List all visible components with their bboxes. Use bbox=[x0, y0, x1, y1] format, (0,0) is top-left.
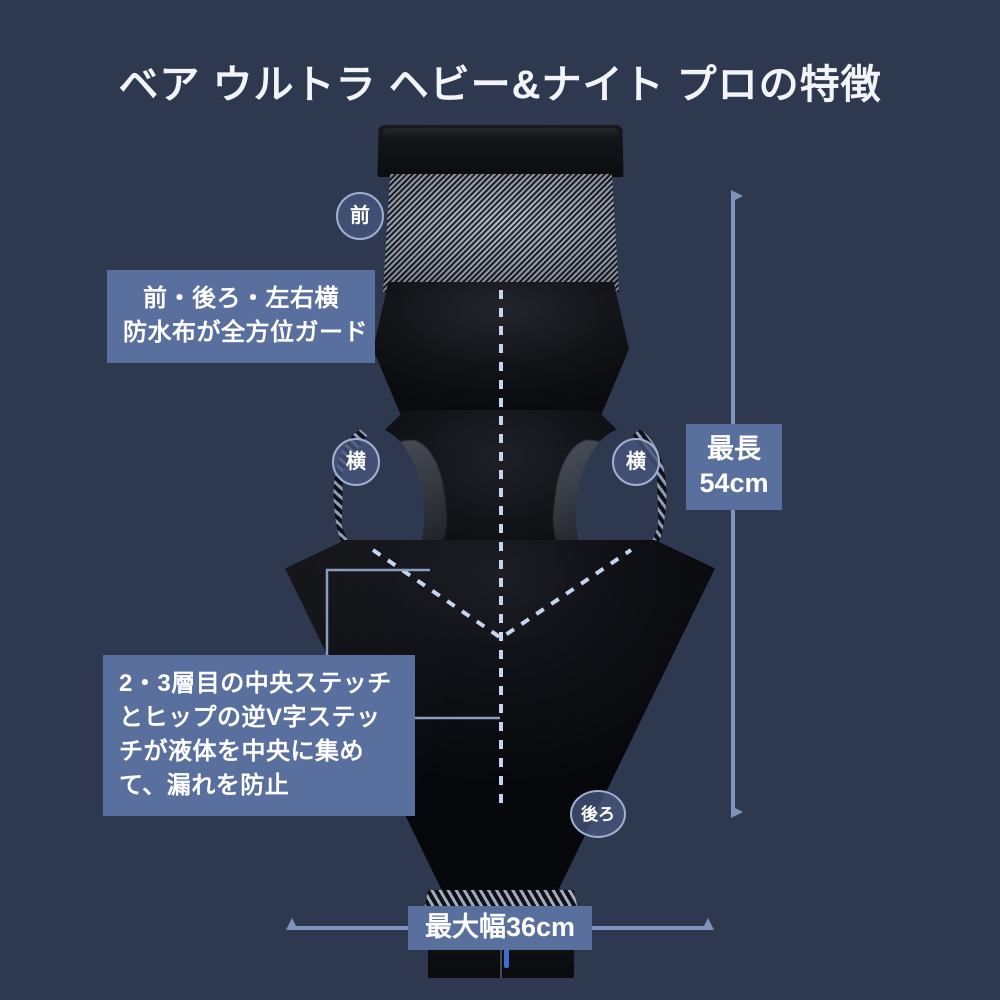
callout-waterproof-line-2: 防水布が全方位ガード bbox=[123, 319, 368, 347]
garment-front-mesh-shading bbox=[383, 174, 619, 292]
measurement-length-caption: 最長 bbox=[707, 434, 761, 465]
callout-stitch-line-4: て、漏れを防止 bbox=[119, 772, 290, 800]
callout-stitch-line-1: 2・3層目の中央ステッチ bbox=[119, 670, 392, 697]
callout-stitch-line-3: チが液体を中央に集め bbox=[119, 738, 364, 766]
page-title: ベア ウルトラ ヘビー&ナイト プロの特徴 bbox=[118, 63, 882, 107]
stitch-lines-overlay bbox=[371, 290, 633, 810]
badge-side-left: 横 bbox=[332, 438, 380, 486]
measurement-length-value: 54cm bbox=[699, 468, 769, 498]
measurement-label-width: 最大幅36cm bbox=[408, 906, 592, 950]
inverted-v-stitch-line bbox=[371, 548, 633, 641]
callout-stitch-line-2: とヒップの逆V字ステッ bbox=[119, 704, 381, 732]
callout-waterproof: 前・後ろ・左右横 防水布が全方位ガード bbox=[107, 270, 375, 364]
badge-front: 前 bbox=[336, 192, 384, 240]
measurement-width-text: 最大幅36cm bbox=[424, 912, 576, 943]
badge-back: 後ろ bbox=[570, 790, 626, 838]
garment-front-mesh-panel bbox=[383, 174, 619, 292]
measurement-label-length: 最長 54cm bbox=[686, 424, 782, 510]
badge-side-right: 横 bbox=[612, 438, 660, 486]
callout-waterproof-line-1: 前・後ろ・左右横 bbox=[143, 285, 339, 312]
callout-stitch: 2・3層目の中央ステッチ とヒップの逆V字ステッ チが液体を中央に集め て、漏れ… bbox=[103, 655, 415, 817]
garment-care-tag bbox=[504, 946, 509, 968]
